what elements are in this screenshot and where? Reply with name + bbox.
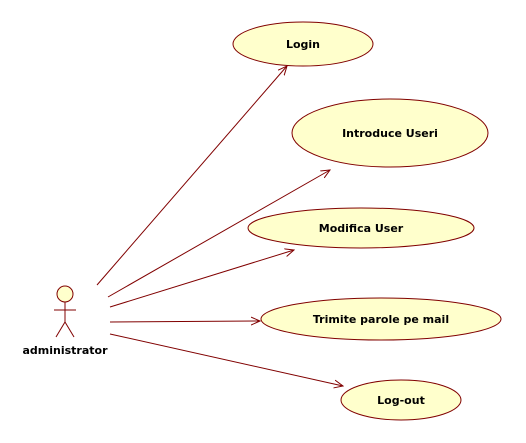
association-lines (96, 66, 343, 386)
actor-administrator[interactable]: administrator (22, 285, 108, 357)
association-introduce-useri (107, 170, 330, 298)
use-case-introduce-useri[interactable]: Introduce Useri (291, 98, 489, 168)
use-case-ellipse (340, 379, 462, 421)
use-case-label: Trimite parole pe mail (313, 313, 449, 326)
use-case-log-out[interactable]: Log-out (340, 379, 462, 421)
association-log-out (109, 333, 343, 386)
use-case-label: Login (286, 38, 320, 51)
use-case-login[interactable]: Login (232, 21, 374, 67)
stick-figure-actor-icon (54, 285, 76, 338)
use-case-ellipse (247, 207, 475, 249)
use-case-label: Log-out (377, 394, 425, 407)
use-case-label: Modifica User (319, 222, 404, 235)
use-case-modifica-user[interactable]: Modifica User (247, 207, 475, 249)
use-case-label: Introduce Useri (342, 127, 438, 140)
use-case-trimite-parole[interactable]: Trimite parole pe mail (260, 297, 502, 341)
use-case-ellipse (291, 98, 489, 168)
use-case-ellipse (232, 21, 374, 67)
use-case-ellipse (260, 297, 502, 341)
association-login (96, 66, 287, 286)
actor-label: administrator (22, 344, 108, 357)
association-trimite-parole (109, 321, 260, 322)
association-modifica-user (109, 250, 294, 308)
